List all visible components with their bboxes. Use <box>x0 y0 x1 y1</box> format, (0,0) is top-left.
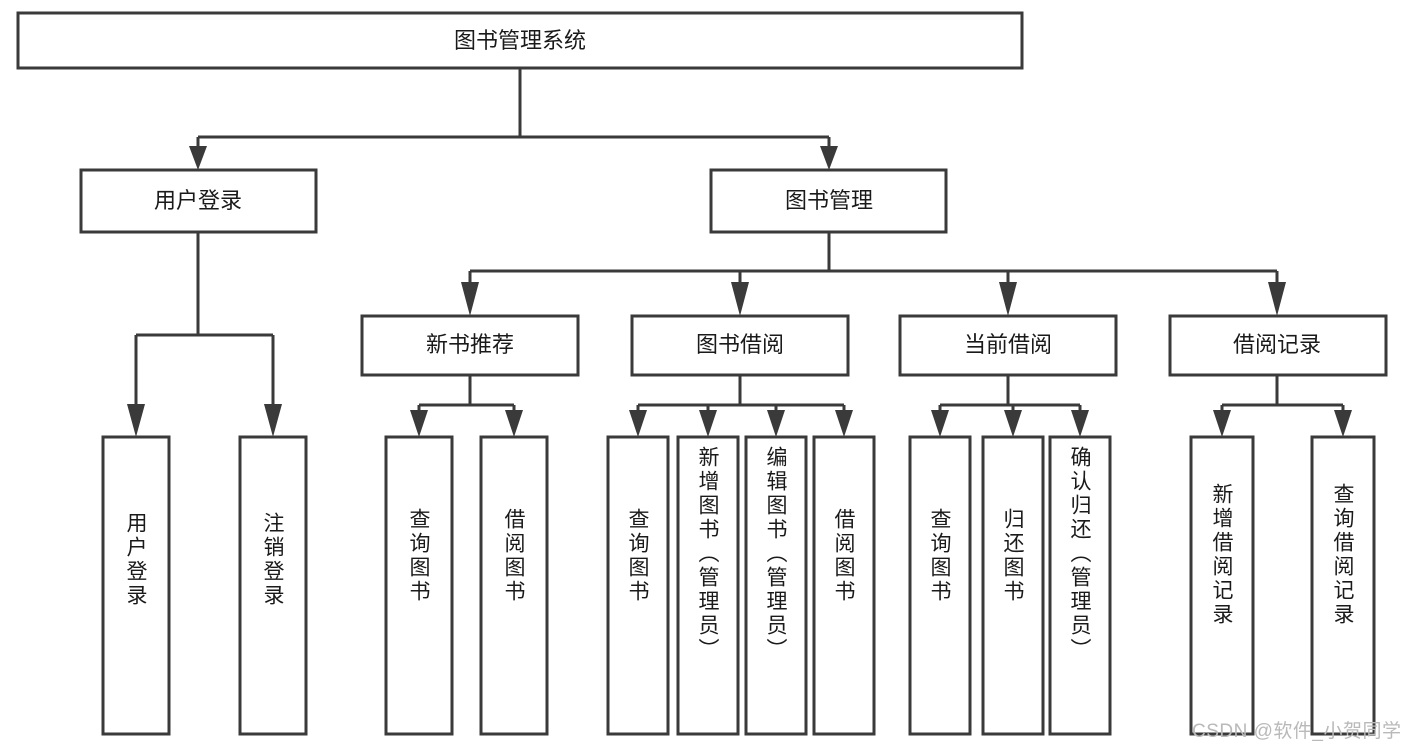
node-leaf-logout-box[interactable] <box>238 435 308 736</box>
arrow-head-leaf-query-record <box>1334 410 1352 437</box>
arrow-head-user-login <box>189 146 207 170</box>
node-root[interactable]: 图书管理系统 <box>16 11 1024 70</box>
arrow-head-leaf-confirm-return <box>1071 410 1089 437</box>
node-root-box[interactable] <box>16 11 1024 70</box>
arrow-head-leaf-user-login <box>127 404 145 437</box>
node-leaf-add-record-box[interactable] <box>1189 435 1255 736</box>
arrow-head-leaf-edit-book <box>767 410 785 437</box>
node-leaf-return-book-box[interactable] <box>981 435 1045 736</box>
arrow-head-borrow-record <box>1268 282 1286 316</box>
node-user-login-box[interactable] <box>79 168 318 234</box>
node-new-book-recommend-label: 新书推荐 <box>426 332 514 357</box>
node-book-borrow-label: 图书借阅 <box>696 332 784 357</box>
arrow-head-leaf-borrow-book-2 <box>835 410 853 437</box>
node-root-label: 图书管理系统 <box>454 28 586 53</box>
node-leaf-query-book-1-box[interactable] <box>384 435 454 736</box>
arrow-head-leaf-add-record <box>1213 410 1231 437</box>
node-leaf-query-record-box[interactable] <box>1310 435 1376 736</box>
node-book-borrow[interactable]: 图书借阅 <box>630 314 850 377</box>
csdn-watermark: CSDN @软件_小贺同学 <box>1192 721 1402 742</box>
node-leaf-user-login-box[interactable] <box>101 435 171 736</box>
node-current-borrow-box[interactable] <box>898 314 1118 377</box>
node-new-book-recommend-box[interactable] <box>360 314 580 377</box>
node-borrow-record-box[interactable] <box>1168 314 1388 377</box>
arrow-head-leaf-query-book-3 <box>931 410 949 437</box>
arrow-head-leaf-query-book-2 <box>629 410 647 437</box>
node-leaf-add-book-box[interactable] <box>676 435 740 736</box>
node-current-borrow-label: 当前借阅 <box>964 332 1052 357</box>
arrow-head-leaf-borrow-book-1 <box>505 410 523 437</box>
arrow-head-leaf-return-book <box>1004 410 1022 437</box>
connector-layer <box>127 68 1352 437</box>
node-leaf-query-book-2-box[interactable] <box>606 435 670 736</box>
node-book-management[interactable]: 图书管理 <box>709 168 948 234</box>
arrow-head-leaf-logout <box>264 404 282 437</box>
arrow-head-book-management <box>820 146 838 170</box>
node-new-book-recommend[interactable]: 新书推荐 <box>360 314 580 377</box>
arrow-head-new-book-recommend <box>461 282 479 316</box>
node-current-borrow[interactable]: 当前借阅 <box>898 314 1118 377</box>
node-user-login[interactable]: 用户登录 <box>79 168 318 234</box>
node-leaf-edit-book-box[interactable] <box>744 435 808 736</box>
node-leaf-confirm-return-box[interactable] <box>1048 435 1112 736</box>
arrow-head-book-borrow <box>731 282 749 316</box>
arrow-head-leaf-query-book-1 <box>410 410 428 437</box>
node-book-management-label: 图书管理 <box>785 188 873 213</box>
node-leaf-borrow-book-2-box[interactable] <box>812 435 876 736</box>
leaf-box-layer <box>101 435 1376 736</box>
node-leaf-borrow-book-1-box[interactable] <box>479 435 549 736</box>
node-user-login-label: 用户登录 <box>154 188 242 213</box>
node-book-borrow-box[interactable] <box>630 314 850 377</box>
node-borrow-record-label: 借阅记录 <box>1233 332 1321 357</box>
node-book-management-box[interactable] <box>709 168 948 234</box>
node-borrow-record[interactable]: 借阅记录 <box>1168 314 1388 377</box>
arrow-head-current-borrow <box>999 282 1017 316</box>
node-leaf-query-book-3-box[interactable] <box>908 435 972 736</box>
arrow-head-leaf-add-book <box>699 410 717 437</box>
